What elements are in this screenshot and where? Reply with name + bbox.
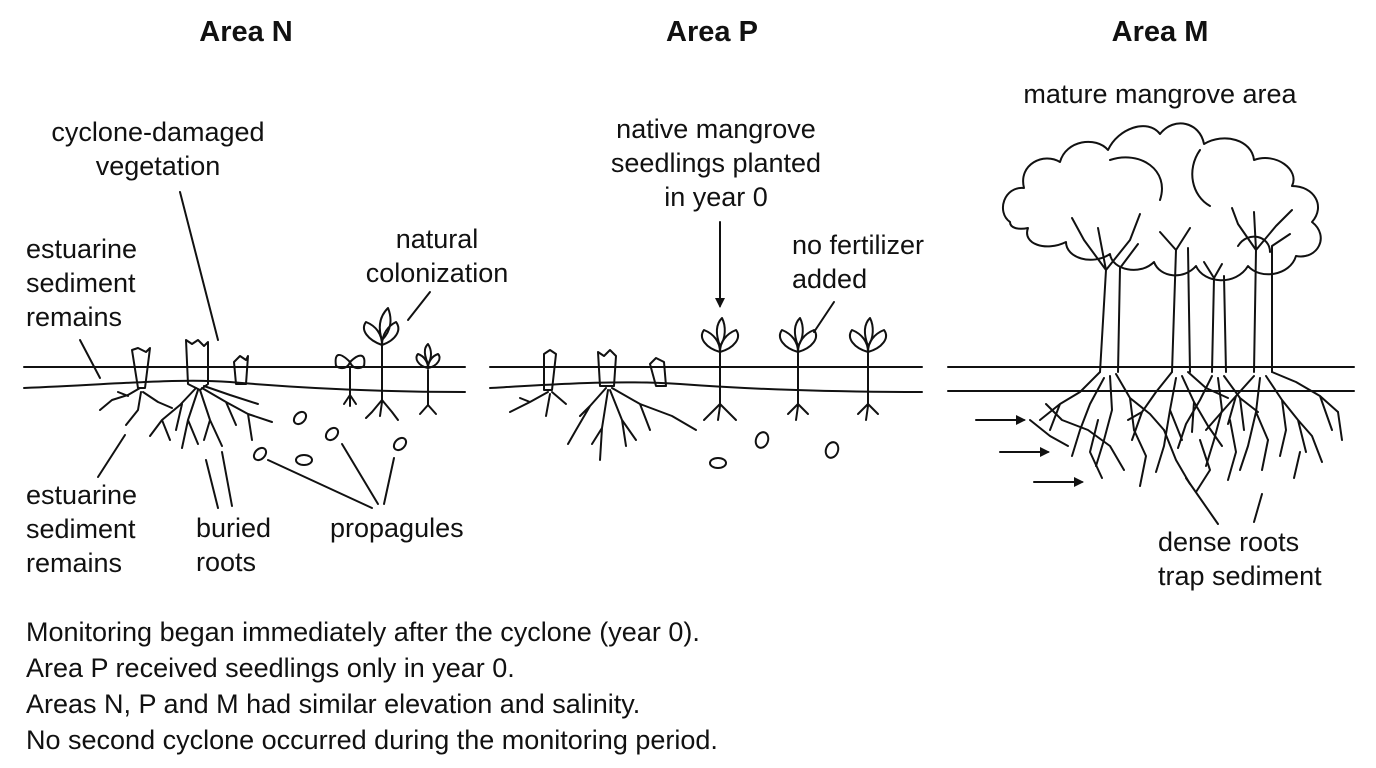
label-estuarine-sediment-bottom: estuarine sediment remains — [26, 480, 138, 578]
colonizing-seedling — [336, 355, 365, 406]
mangrove-trunk — [1206, 208, 1338, 470]
area-p-title: Area P — [666, 16, 758, 48]
roots-leader — [1254, 494, 1262, 522]
mangrove-trunk — [1040, 214, 1164, 466]
planted-seedling — [702, 318, 738, 420]
area-p-scene — [490, 222, 922, 468]
label-cyclone-damaged-vegetation: cyclone-damaged vegetation — [51, 117, 265, 181]
area-n-ground-line — [24, 381, 465, 392]
colonizing-seedling — [364, 308, 398, 420]
planted-seedling — [850, 318, 886, 420]
fertilizer-leader — [814, 302, 834, 332]
area-n-scene — [24, 192, 465, 508]
propagules — [252, 410, 409, 465]
tree-canopy — [1003, 123, 1321, 280]
propagule-leader — [342, 444, 378, 504]
note-line: Monitoring began immediately after the c… — [26, 617, 700, 647]
vegetation-leader — [180, 192, 218, 340]
propagule-leader — [384, 458, 394, 504]
label-propagules: propagules — [330, 513, 464, 543]
note-line: Areas N, P and M had similar elevation a… — [26, 689, 641, 719]
propagule-leader — [268, 460, 372, 508]
roots-leader — [1186, 478, 1218, 524]
area-n-title: Area N — [199, 16, 293, 48]
colonization-leader — [408, 292, 430, 320]
label-no-fertilizer: no fertilizer added — [792, 230, 925, 294]
planted-seedling — [780, 318, 816, 420]
colonizing-seedling — [416, 344, 439, 414]
note-line: Area P received seedlings only in year 0… — [26, 653, 515, 683]
label-estuarine-sediment-top: estuarine sediment remains — [26, 234, 138, 332]
broken-stump — [510, 350, 566, 416]
sediment-bottom-leader — [98, 435, 125, 477]
label-buried-roots: buried roots — [196, 513, 272, 577]
dense-roots — [1030, 404, 1342, 492]
propagules — [710, 430, 840, 468]
note-line: No second cyclone occurred during the mo… — [26, 725, 718, 755]
broken-stump — [100, 348, 172, 425]
small-stump — [234, 356, 248, 384]
area-m-scene — [948, 123, 1354, 524]
sediment-top-leader — [80, 340, 100, 378]
label-mature-mangrove-area: mature mangrove area — [1023, 79, 1297, 109]
label-native-seedlings: native mangrove seedlings planted in yea… — [610, 114, 822, 212]
label-natural-colonization: natural colonization — [365, 224, 509, 288]
area-p-ground-line — [490, 382, 922, 392]
monitoring-notes: Monitoring began immediately after the c… — [26, 614, 718, 758]
buried-root-system — [568, 350, 696, 460]
buried-root-system — [150, 340, 272, 448]
canopy-inner — [1110, 150, 1270, 252]
roots-leader — [206, 460, 218, 508]
label-dense-roots: dense roots trap sediment — [1158, 527, 1322, 591]
small-stump — [650, 358, 666, 386]
area-m-title: Area M — [1111, 16, 1209, 48]
mangrove-trunk — [1178, 262, 1258, 466]
roots-leader — [222, 452, 232, 506]
